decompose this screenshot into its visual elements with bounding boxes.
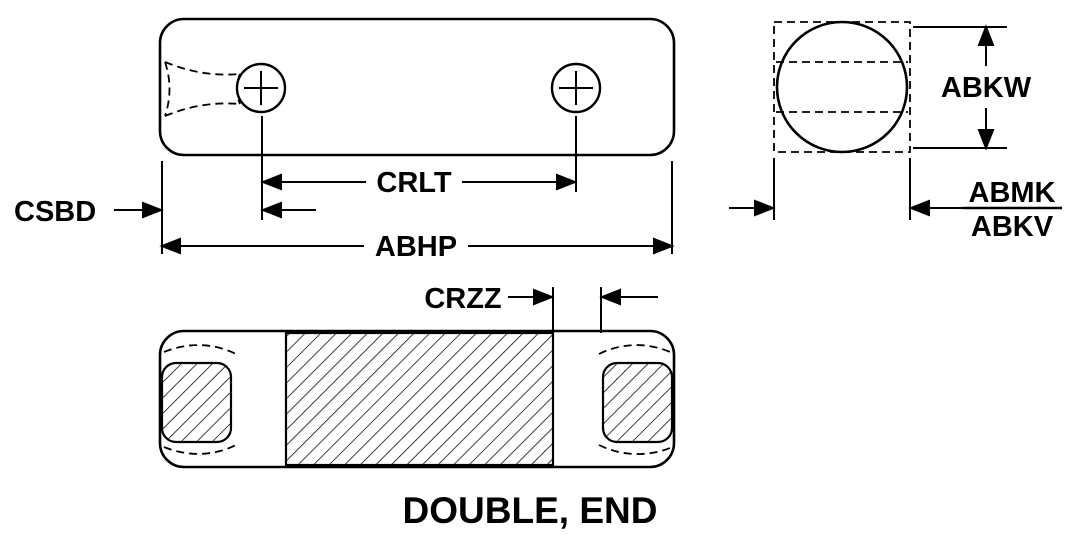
dim-label-csbd: CSBD: [14, 196, 96, 228]
crzz-dimension: [508, 287, 658, 333]
section-view: [158, 329, 676, 469]
dim-label-abkv: ABKV: [971, 211, 1054, 243]
csbd-opposing-arrow: [260, 201, 316, 219]
section-hidden-edge-dashes: [163, 344, 671, 455]
section-center-hatched-block: [284, 331, 555, 467]
arrowhead-left: [260, 173, 282, 191]
arrowhead-right: [556, 173, 578, 191]
dim-label-abmk: ABMK: [969, 177, 1056, 209]
arrowhead-left: [159, 237, 181, 255]
end-view: [773, 20, 911, 154]
arrowhead-right: [754, 199, 776, 217]
arrowhead-down: [977, 129, 995, 151]
figure-title: DOUBLE, END: [403, 490, 658, 531]
abkw-dimension: [913, 24, 1007, 151]
hole-right-crosshair-icon: [559, 71, 593, 105]
top-view: [158, 17, 676, 157]
arrowhead-right: [142, 201, 164, 219]
end-view-circle: [775, 20, 909, 154]
arrowhead-left: [908, 199, 930, 217]
csbd-arrow: [114, 201, 164, 219]
top-view-body-outline: [158, 17, 676, 157]
dim-label-abhp: ABHP: [375, 231, 457, 263]
arrowhead-right: [653, 237, 675, 255]
section-left-hatched-block: [160, 361, 233, 444]
crlt-dimension: [260, 173, 578, 191]
arrowhead-right: [533, 288, 555, 306]
abmk-abkv-dimension: [729, 158, 1062, 220]
section-right-hatched-block: [601, 361, 674, 444]
dim-label-crzz: CRZZ: [424, 283, 501, 315]
arrowhead-left: [599, 288, 621, 306]
arrowhead-left: [260, 201, 282, 219]
dim-label-crlt: CRLT: [376, 167, 451, 199]
arrowhead-up: [977, 24, 995, 46]
abhp-dimension: [159, 237, 675, 255]
top-view-dimensions: [114, 116, 675, 255]
end-view-dimensions: [729, 24, 1062, 220]
hole-left-crosshair-icon: [244, 71, 278, 105]
dim-label-abkw: ABKW: [941, 72, 1032, 104]
